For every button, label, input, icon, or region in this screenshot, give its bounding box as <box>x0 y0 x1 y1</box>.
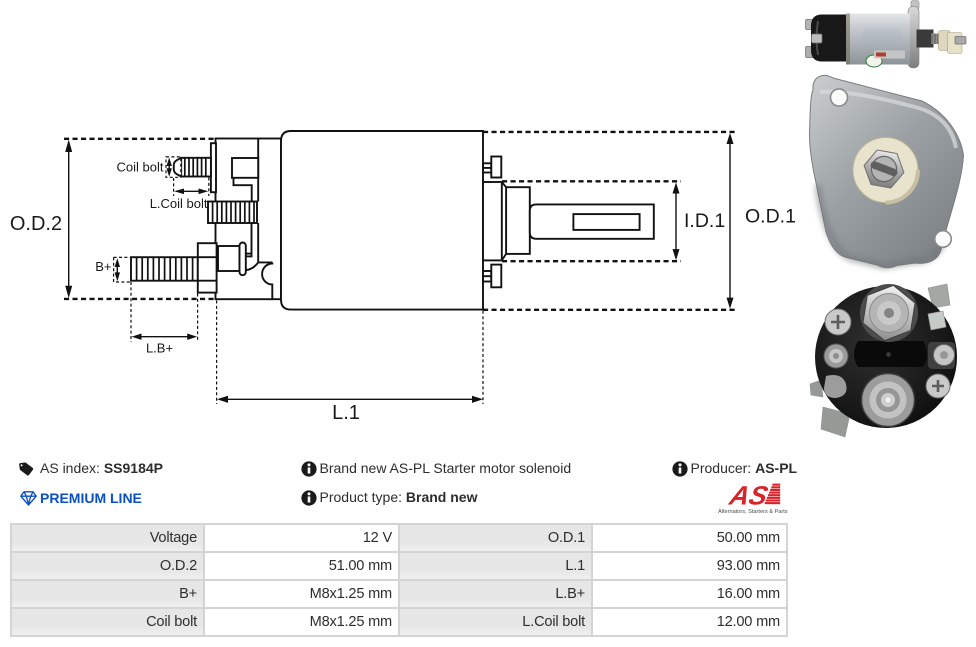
svg-text:L.Coil bolt: L.Coil bolt <box>150 196 208 211</box>
svg-text:L.B+: L.B+ <box>146 341 173 356</box>
svg-text:O.D.2: O.D.2 <box>10 213 62 235</box>
svg-text:B+: B+ <box>95 259 111 274</box>
svg-text:L.1: L.1 <box>332 402 360 424</box>
svg-text:Alternators, Starters & Parts: Alternators, Starters & Parts <box>718 509 788 515</box>
svg-text:AS: AS <box>726 481 771 511</box>
svg-text:I.D.1: I.D.1 <box>684 210 725 232</box>
svg-text:O.D.1: O.D.1 <box>745 206 796 228</box>
svg-text:Coil bolt: Coil bolt <box>117 160 164 175</box>
